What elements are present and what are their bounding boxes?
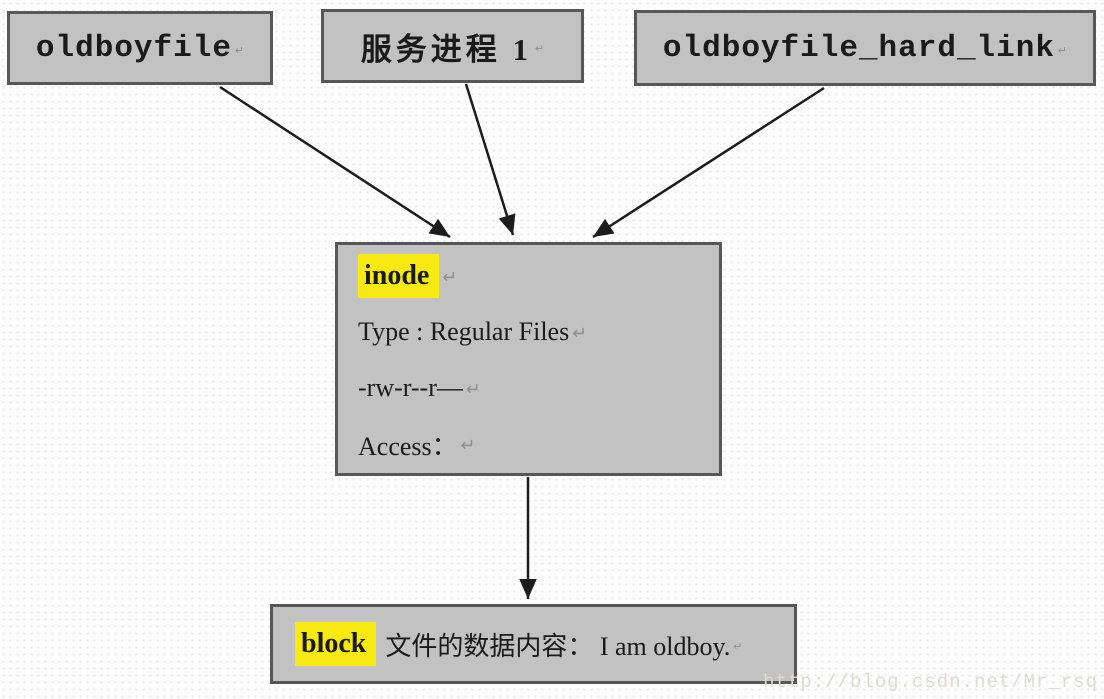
return-mark-icon: ↵ <box>234 43 245 57</box>
block-content-text: 文件的数据内容： I am oldboy. <box>385 631 731 661</box>
inode-access-line: Access：↵ <box>358 427 719 461</box>
node-block: block 文件的数据内容： I am oldboy.↵ <box>270 604 797 684</box>
return-mark-icon: ↵ <box>572 324 588 344</box>
return-mark-icon: ↵ <box>442 268 458 288</box>
inode-title-line: inode↵ <box>358 254 719 298</box>
arrow-hardlink-to-inode <box>592 86 825 239</box>
return-mark-icon: ↵ <box>733 639 743 653</box>
inode-permissions-line: -rw-r--r—↵ <box>358 371 719 405</box>
return-mark-icon: ↵ <box>465 380 481 400</box>
return-mark-icon: ↵ <box>460 436 476 456</box>
node-oldboyfile: oldboyfile↵ <box>7 11 273 85</box>
arrow-oldboyfile-to-inode <box>219 85 451 239</box>
inode-permissions-text: -rw-r--r— <box>358 373 463 402</box>
node-service-process-label: 服务进程 1 <box>360 31 533 67</box>
watermark-url: http://blog.csdn.net/Mr_rsq <box>763 671 1098 693</box>
node-hardlink-label: oldboyfile_hard_link <box>662 30 1055 66</box>
block-keyword: block <box>295 622 377 666</box>
node-hardlink: oldboyfile_hard_link↵ <box>634 10 1096 86</box>
inode-type-line: Type : Regular Files↵ <box>358 315 719 349</box>
inode-type-text: Type : Regular Files <box>358 317 570 346</box>
inode-keyword: inode <box>358 254 440 298</box>
arrow-process-to-inode <box>464 83 516 236</box>
node-oldboyfile-label: oldboyfile <box>35 30 232 66</box>
return-mark-icon: ↵ <box>535 41 545 55</box>
inode-access-text: Access： <box>358 431 458 461</box>
return-mark-icon: ↵ <box>1057 43 1068 57</box>
node-service-process: 服务进程 1↵ <box>321 9 584 83</box>
node-inode: inode↵ Type : Regular Files↵ -rw-r--r—↵ … <box>335 242 722 476</box>
